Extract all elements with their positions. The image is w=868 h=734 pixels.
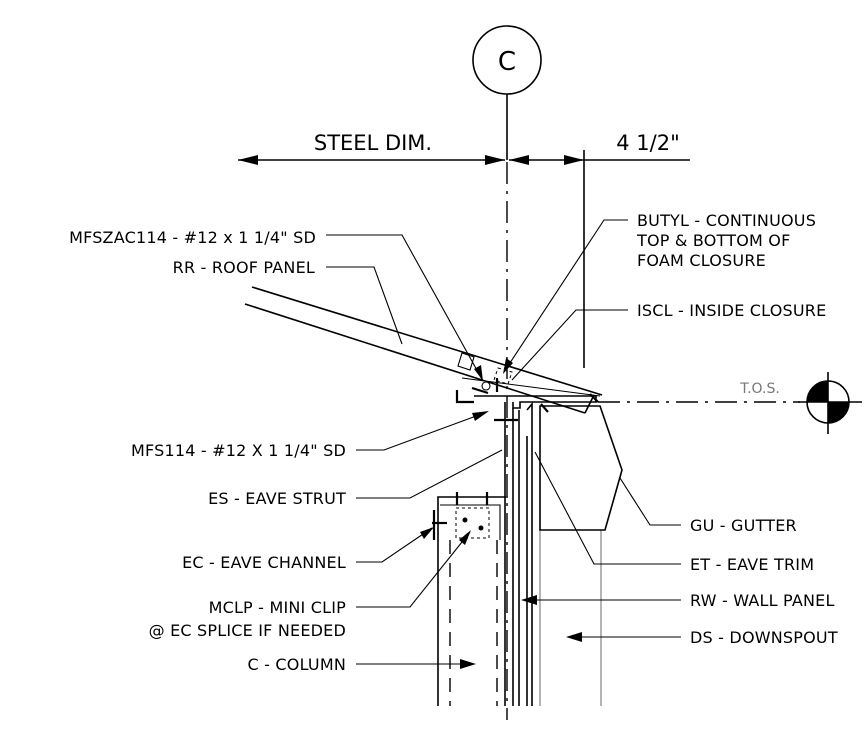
label-ds: DS - DOWNSPOUT [690, 628, 838, 647]
label-c: C - COLUMN [248, 655, 346, 674]
callout-mfszac114: MFSZAC114 - #12 x 1 1/4" SD [69, 228, 484, 382]
foam-closure [457, 352, 475, 371]
leader-mfs114 [356, 411, 488, 451]
arrowhead [564, 155, 584, 165]
label-mclp-2: @ EC SPLICE IF NEEDED [149, 621, 346, 640]
callout-rr: RR - ROOF PANEL [173, 258, 403, 345]
eave-channel [440, 504, 501, 540]
mini-clip [455, 507, 490, 539]
arrowhead [503, 358, 513, 374]
callout-ec: EC - EAVE CHANNEL [182, 527, 434, 572]
callout-iscl: ISCL - INSIDE CLOSURE [511, 301, 826, 381]
tos-quadrant [828, 402, 849, 423]
arrowhead [459, 530, 471, 545]
offset-dimension: 4 1/2" [509, 131, 690, 368]
wall-assembly [518, 401, 602, 706]
label-mfszac114: MFSZAC114 - #12 x 1 1/4" SD [69, 228, 316, 247]
roof-panel-top [251, 286, 603, 396]
label-rr: RR - ROOF PANEL [173, 258, 315, 277]
gutter [539, 405, 623, 531]
leader-ec [356, 527, 433, 563]
arrowhead [238, 155, 258, 165]
steel-dim-text: STEEL DIM. [314, 131, 432, 155]
leader-iscl [511, 309, 628, 381]
label-gu: GU - GUTTER [690, 516, 797, 535]
tos-quadrant [807, 381, 828, 402]
roof-panel-end [584, 396, 594, 414]
strut-lip [455, 390, 474, 404]
tos-label: T.O.S. [739, 381, 780, 397]
fastener [471, 386, 489, 395]
callout-rw: RW - WALL PANEL [521, 591, 835, 610]
grid-line-c: C [472, 25, 542, 720]
callout-gu: GU - GUTTER [619, 477, 797, 535]
label-et: ET - EAVE TRIM [690, 555, 814, 574]
callout-c: C - COLUMN [248, 655, 476, 674]
leader-butyl [503, 219, 628, 373]
callout-mfs114: MFS114 - #12 X 1 1/4" SD [131, 411, 489, 460]
arrowhead [472, 411, 489, 421]
column-outline [437, 496, 508, 706]
callout-mclp: MCLP - MINI CLIP @ EC SPLICE IF NEEDED [149, 530, 471, 640]
roof-panel [244, 286, 603, 414]
offset-dim-text: 4 1/2" [616, 131, 680, 155]
callout-ds: DS - DOWNSPOUT [566, 628, 838, 647]
roof-panel-bottom [244, 303, 586, 414]
callout-es: ES - EAVE STRUT [208, 449, 503, 508]
clip-hole [478, 525, 484, 531]
leader-mclp [356, 531, 471, 608]
label-ec: EC - EAVE CHANNEL [182, 553, 346, 572]
screw [589, 393, 599, 403]
label-mfs114: MFS114 - #12 X 1 1/4" SD [131, 441, 346, 460]
leader-rr [326, 266, 403, 345]
arrowhead [460, 659, 476, 669]
fastener [481, 381, 491, 391]
tos-marker: T.O.S. [598, 372, 862, 434]
arrowhead [521, 595, 537, 605]
arrowhead [474, 365, 483, 381]
leader-mfszac114 [326, 234, 484, 382]
label-rw: RW - WALL PANEL [690, 591, 835, 610]
leader-gu [619, 477, 681, 526]
arrowhead [420, 527, 434, 539]
label-mclp-1: MCLP - MINI CLIP [209, 598, 347, 617]
leader-et [534, 451, 681, 565]
arrowhead [509, 155, 529, 165]
label-es: ES - EAVE STRUT [208, 489, 346, 508]
label-butyl-3: FOAM CLOSURE [637, 251, 766, 270]
label-iscl: ISCL - INSIDE CLOSURE [637, 301, 826, 320]
eave-trim [526, 401, 533, 706]
arrowhead [566, 632, 582, 642]
callout-et: ET - EAVE TRIM [534, 451, 814, 574]
clip-hole [462, 517, 468, 523]
grid-bubble-label: C [498, 47, 516, 77]
steel-dimension: STEEL DIM. [238, 131, 505, 165]
callout-butyl: BUTYL - CONTINUOUS TOP & BOTTOM OF FOAM … [503, 211, 816, 374]
label-butyl-1: BUTYL - CONTINUOUS [637, 211, 816, 230]
roof-underside [461, 377, 601, 397]
arrowhead [485, 155, 505, 165]
label-butyl-2: TOP & BOTTOM OF [636, 231, 791, 250]
leader-es [356, 449, 503, 499]
column [432, 492, 508, 706]
